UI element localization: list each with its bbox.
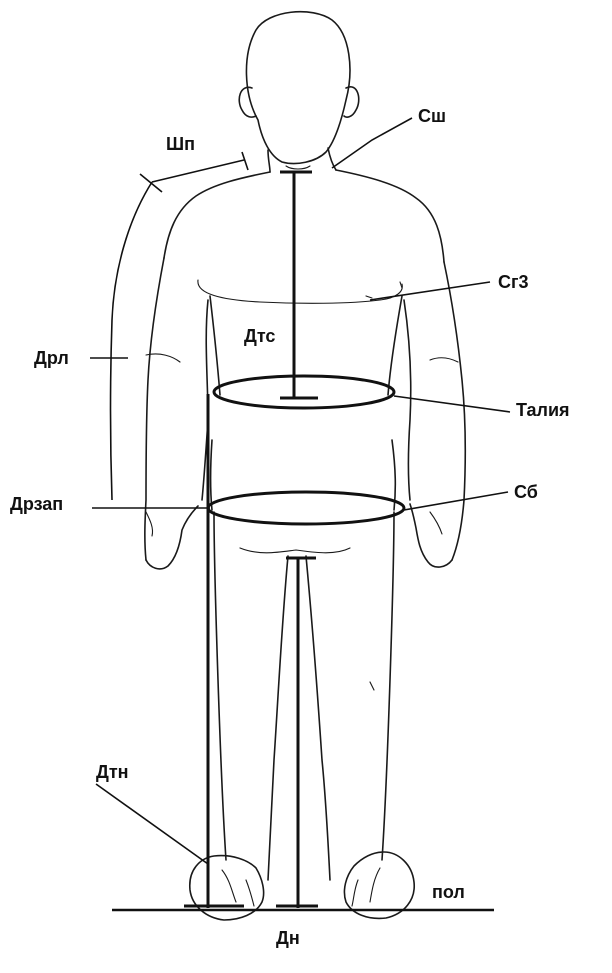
label-drzap: Дрзап <box>10 494 63 514</box>
label-shp: Шп <box>166 134 195 154</box>
sg3-leader <box>370 282 490 300</box>
sb-leader <box>404 492 508 510</box>
label-dn: Дн <box>276 928 300 948</box>
legs-outline <box>214 512 394 880</box>
label-drl: Дрл <box>34 348 69 368</box>
sh-leader <box>332 118 412 168</box>
shp-line <box>152 160 244 182</box>
label-sh: Сш <box>418 106 446 126</box>
head-outline <box>239 12 359 172</box>
taliya-leader <box>394 396 510 412</box>
label-dts: Дтс <box>244 326 275 346</box>
torso-outline <box>145 170 465 569</box>
hip-ellipse <box>208 492 404 524</box>
dtn-leader <box>96 784 208 864</box>
label-sb: Сб <box>514 482 538 502</box>
label-pol: пол <box>432 882 465 902</box>
waist-ellipse <box>214 376 394 408</box>
label-taliya: Талия <box>516 400 570 420</box>
label-sg3: Сг3 <box>498 272 529 292</box>
label-dtn: Дтн <box>96 762 129 782</box>
